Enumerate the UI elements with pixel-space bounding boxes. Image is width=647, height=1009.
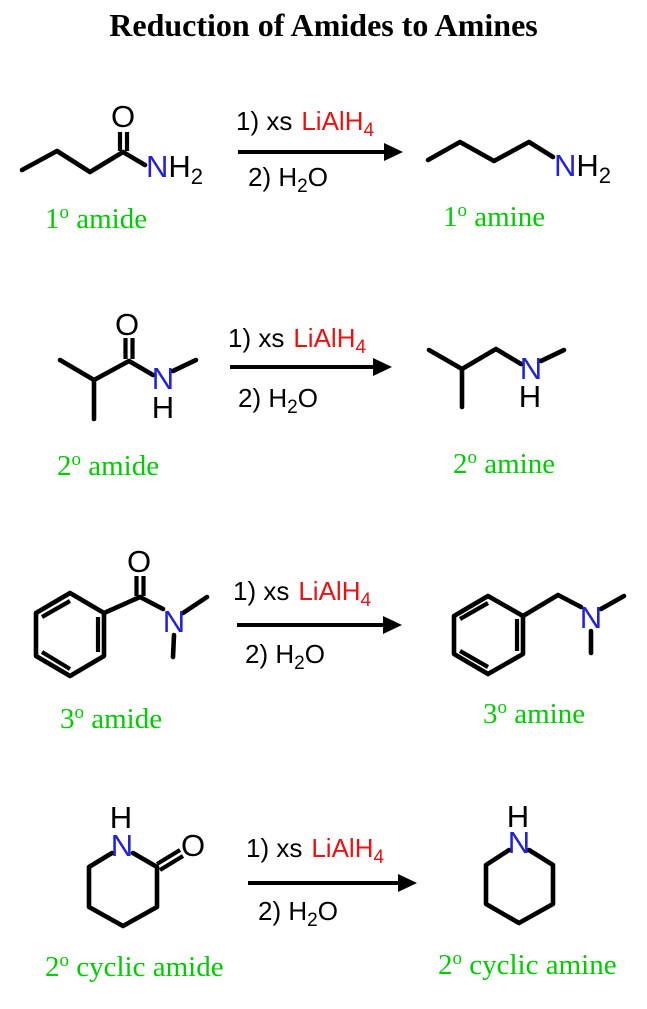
label-2-amide: 2o amide (57, 449, 160, 482)
atom-n: N (152, 361, 174, 396)
label-1-amide: 1o amide (45, 202, 148, 235)
label-3-amine: 3o amine (483, 697, 586, 730)
atom-n: N (508, 825, 530, 860)
page-title: Reduction of Amides to Amines (109, 7, 538, 43)
reaction-arrow (238, 143, 403, 161)
reagent-lialh4: LiAlH4 (293, 323, 367, 358)
structure-nn-dimethylbenzylamine: N (451, 592, 627, 677)
reaction-row-2: O N H 1) xs LiAlH4 2) H2O N H 2o amide (0, 300, 647, 485)
bonds (451, 592, 627, 677)
reagent-lialh4: LiAlH4 (301, 106, 375, 141)
bonds (426, 346, 567, 410)
structure-n-methylisobutyramide: O N H (57, 307, 199, 425)
label-1-amine: 1o amine (443, 200, 546, 233)
atom-h: H (110, 800, 132, 835)
atom-n: N (520, 351, 542, 386)
step1-text: 1) xs (228, 323, 285, 353)
structure-piperidine: H N (483, 800, 556, 926)
atom-carbonyl-o: O (127, 545, 151, 579)
conditions-step2: 2) H2O (238, 383, 318, 418)
reaction-row-1: O NH2 1) xs LiAlH4 2) H2O NH2 1o amide 1o… (0, 85, 647, 255)
label-3-amide: 3o amide (60, 702, 163, 735)
reaction-arrow (230, 358, 392, 376)
bonds (483, 847, 556, 926)
atom-nh2: NH2 (554, 148, 611, 188)
label-2-cyclic-amide: 2o cyclic amide (45, 950, 224, 983)
atom-n: N (580, 600, 602, 635)
atom-h: H (152, 390, 174, 425)
conditions-step2: 2) H2O (245, 639, 325, 674)
atom-n: N (163, 604, 185, 639)
conditions-step1: 1) xs LiAlH4 (233, 576, 372, 611)
reaction-row-4: H N O 1) xs LiAlH4 2) H2O H N 2o cyclic a… (0, 795, 647, 995)
structure-butylamine: NH2 (425, 139, 611, 188)
conditions-step1: 1) xs LiAlH4 (228, 323, 367, 358)
reaction-arrow (237, 616, 402, 634)
atom-h: H (507, 800, 529, 834)
atom-carbonyl-o: O (181, 828, 205, 863)
atom-carbonyl-o: O (115, 307, 139, 342)
bonds (33, 576, 210, 679)
bonds (425, 139, 556, 164)
bonds (86, 848, 185, 929)
reagent-lialh4: LiAlH4 (311, 833, 385, 868)
conditions-step2: 2) H2O (248, 162, 328, 197)
bonds (19, 132, 148, 175)
structure-nn-dimethylbenzamide: O N (33, 545, 210, 679)
conditions-step2: 2) H2O (258, 896, 338, 931)
atom-n: N (111, 828, 133, 863)
conditions-step1: 1) xs LiAlH4 (236, 106, 375, 141)
atom-carbonyl-o: O (111, 100, 135, 134)
step1-text: 1) xs (246, 833, 303, 863)
step1-text: 1) xs (236, 106, 293, 136)
bonds (57, 338, 199, 422)
structure-2-piperidinone: H N O (86, 800, 205, 929)
atom-h: H (519, 379, 541, 414)
structure-n-methylisobutylamine: N H (426, 346, 567, 414)
label-2-amine: 2o amine (453, 447, 556, 480)
reaction-arrow (248, 874, 417, 892)
label-2-cyclic-amine: 2o cyclic amine (438, 948, 617, 981)
step1-text: 1) xs (233, 576, 290, 606)
reagent-lialh4: LiAlH4 (298, 576, 372, 611)
atom-nh2: NH2 (146, 149, 203, 189)
structure-butanamide: O NH2 (19, 100, 203, 189)
conditions-step1: 1) xs LiAlH4 (246, 833, 385, 868)
